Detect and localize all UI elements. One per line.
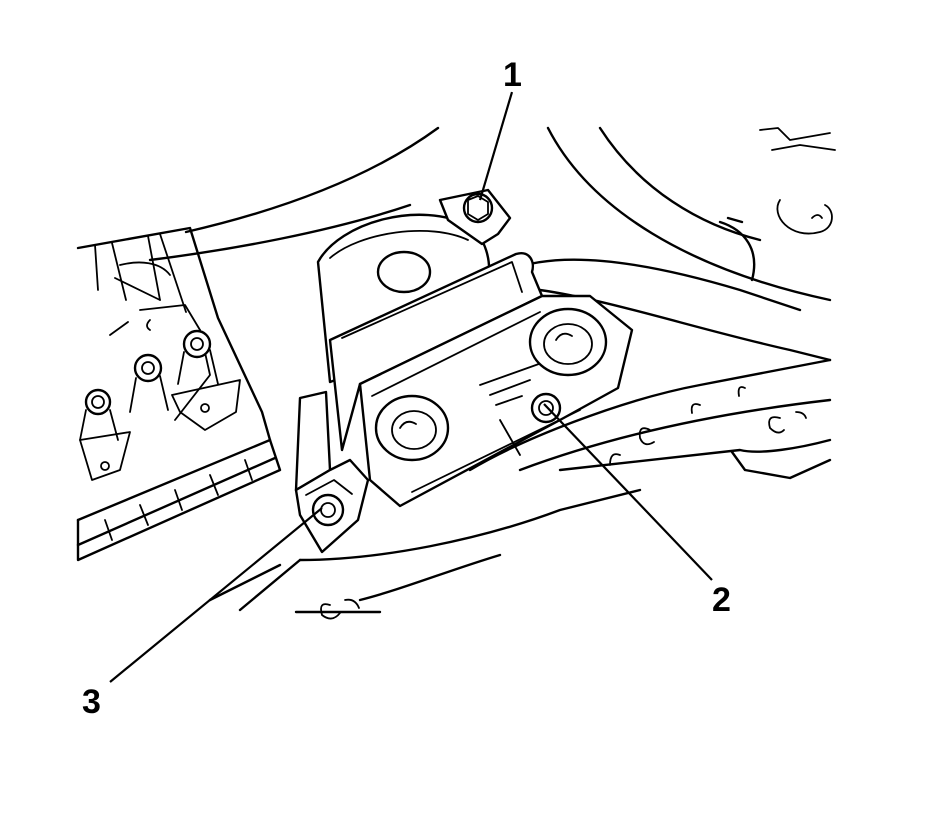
callout-2: 2: [712, 581, 731, 619]
bolt-1: [438, 188, 512, 246]
leader-line-3: [109, 507, 323, 683]
callout-3: 3: [82, 683, 101, 721]
callout-1: 1: [503, 56, 522, 94]
abs-module: [76, 226, 282, 562]
engine-mount: [294, 213, 634, 554]
leader-line-2: [543, 403, 713, 581]
frame-rail: [208, 358, 832, 620]
leader-line-1: [478, 91, 514, 201]
